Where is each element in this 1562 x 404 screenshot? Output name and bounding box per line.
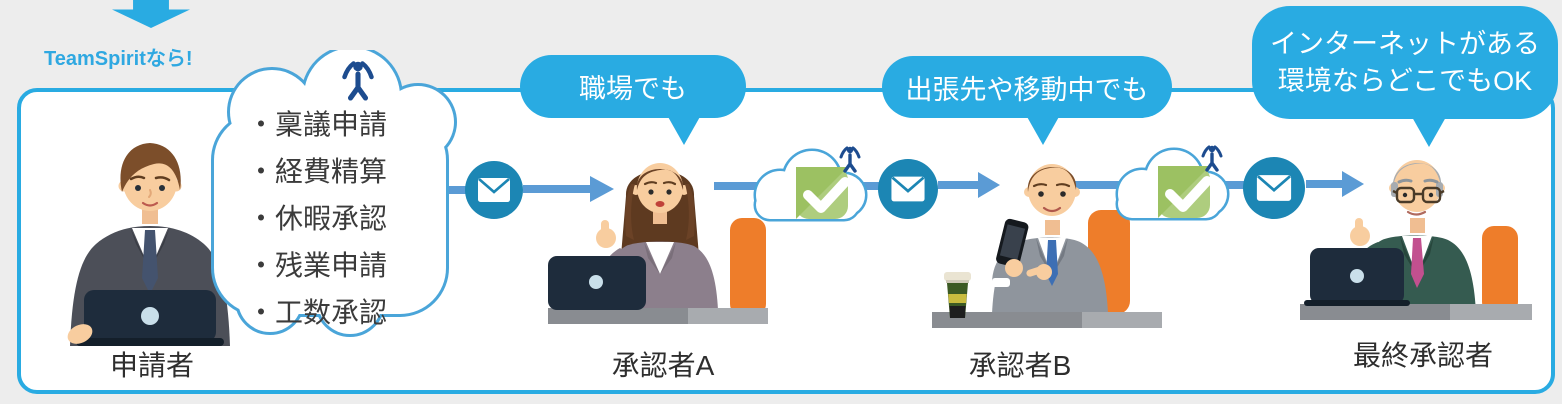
figure-applicant [67,143,230,346]
request-type-list: ・稟議申請 ・経費精算 ・休暇承認 ・残業申請 ・工数承認 [247,101,442,336]
figure-approver-a [548,163,768,324]
speech-pointer [1412,117,1446,147]
mail-icon [878,159,938,219]
list-item: ・残業申請 [247,250,388,281]
cloud-check-icon [1115,144,1230,221]
actor-label-applicant: 申請者 [109,350,194,381]
figure-final-approver [1300,160,1532,320]
actor-label-final-approver: 最終承認者 [1352,340,1493,371]
page-title: TeamSpiritなら! [44,48,193,70]
speech-bubble-line: インターネットがある [1270,28,1540,59]
speech-bubble-on-the-go: 出張先や移動中でも [882,56,1172,118]
list-item: ・経費精算 [247,156,388,187]
list-item: ・休暇承認 [247,203,388,234]
figure-approver-b [932,164,1162,328]
speech-bubble-workplace: 職場でも [520,55,746,118]
list-item: ・工数承認 [247,297,388,328]
requests-cloud [211,50,457,337]
list-item: ・稟議申請 [247,109,388,140]
mail-icon [1243,157,1305,219]
actor-label-approver-b: 承認者B [968,350,1072,381]
speech-pointer [667,115,701,145]
speech-bubble-line: 環境ならどこでもOK [1277,65,1533,96]
mail-icon [465,161,523,219]
speech-bubble-anywhere: インターネットがある 環境ならどこでもOK [1252,6,1558,119]
speech-pointer [1026,115,1060,145]
actor-label-approver-a: 承認者A [611,350,715,381]
cloud-check-icon [753,145,868,222]
